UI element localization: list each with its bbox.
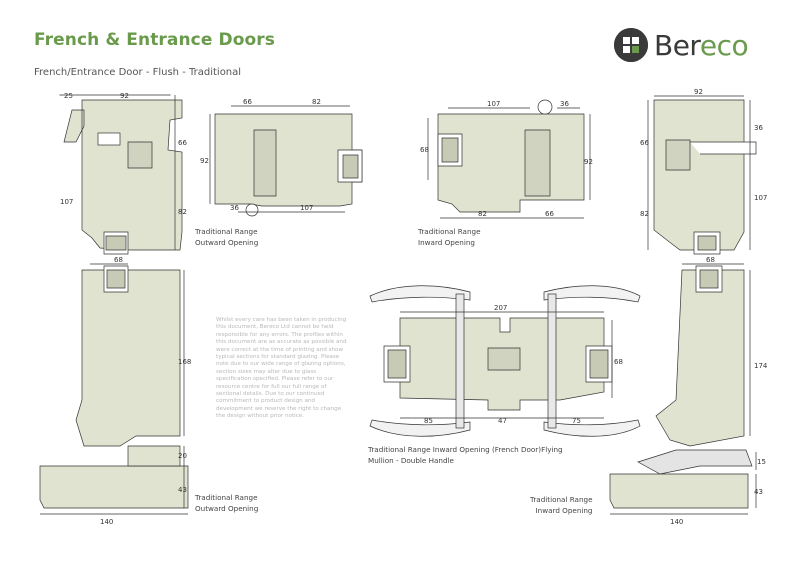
drawing-top-right xyxy=(647,95,757,255)
dim-ti-0: 107 xyxy=(487,100,500,108)
drawing-top-inward xyxy=(427,99,591,219)
dim-ti-5: 66 xyxy=(545,210,554,218)
drawing-bottom-right xyxy=(609,263,757,515)
dim-tl-0: 25 xyxy=(64,92,73,100)
caption-french-door: Traditional Range Inward Opening (French… xyxy=(368,444,563,466)
dim-to-0: 66 xyxy=(243,98,252,106)
dim-tr-0: 92 xyxy=(694,88,703,96)
caption-line: Traditional Range xyxy=(418,227,481,236)
caption-line: Traditional Range xyxy=(195,227,258,236)
bereco-logo: Bereco xyxy=(614,28,749,62)
dim-tl-3: 107 xyxy=(60,198,73,206)
dim-tl-4: 82 xyxy=(178,208,187,216)
dim-tr-2: 66 xyxy=(640,139,649,147)
caption-line: Inward Opening xyxy=(535,506,593,515)
drawing-top-outward xyxy=(209,105,363,217)
dim-to-3: 36 xyxy=(230,204,239,212)
drawing-bottom-left xyxy=(39,263,189,515)
dim-tr-3: 107 xyxy=(754,194,767,202)
dim-tl-1: 92 xyxy=(120,92,129,100)
dim-fr-4: 75 xyxy=(572,417,581,425)
dim-br-4: 140 xyxy=(670,518,683,526)
dim-ti-3: 92 xyxy=(584,158,593,166)
dim-br-1: 174 xyxy=(754,362,768,370)
dim-fr-2: 85 xyxy=(424,417,433,425)
disclaimer-text: Whilst every care has been taken in prod… xyxy=(216,317,347,420)
logo-wordmark: Bereco xyxy=(654,28,749,62)
caption-line: Traditional Range xyxy=(530,495,593,504)
dim-br-3: 43 xyxy=(754,488,763,496)
dim-fr-3: 47 xyxy=(498,417,507,425)
logo-brand-start: Ber xyxy=(654,28,700,62)
caption-line: Inward Opening xyxy=(418,238,475,247)
dim-to-4: 107 xyxy=(300,204,313,212)
dim-bl-0: 68 xyxy=(114,256,123,264)
page-title: French & Entrance Doors xyxy=(34,30,275,50)
dim-br-2: 15 xyxy=(757,458,766,466)
caption-bottom-inward: Traditional Range Inward Opening xyxy=(530,494,593,516)
dim-fr-1: 68 xyxy=(614,358,623,366)
caption-line: Outward Opening xyxy=(195,504,259,513)
caption-line: Mullion - Double Handle xyxy=(368,456,454,465)
caption-line: Outward Opening xyxy=(195,238,259,247)
page-subtitle: French/Entrance Door - Flush - Tradition… xyxy=(34,67,242,78)
dim-bl-3: 43 xyxy=(178,486,187,494)
dim-tl-2: 66 xyxy=(178,139,187,147)
dim-tr-4: 82 xyxy=(640,210,649,218)
dim-ti-1: 36 xyxy=(560,100,569,108)
logo-brand-end: eco xyxy=(699,28,749,62)
dim-to-1: 82 xyxy=(312,98,321,106)
dim-ti-4: 82 xyxy=(478,210,487,218)
caption-top-outward: Traditional Range Outward Opening xyxy=(195,226,258,248)
drawing-french-door xyxy=(369,285,641,437)
caption-bottom-outward: Traditional Range Outward Opening xyxy=(195,492,258,514)
logo-window-icon xyxy=(614,28,648,62)
caption-top-inward: Traditional Range Inward Opening xyxy=(418,226,481,248)
drawing-top-left xyxy=(60,95,183,255)
dim-bl-4: 140 xyxy=(100,518,113,526)
caption-line: Traditional Range xyxy=(195,493,258,502)
dim-bl-2: 20 xyxy=(178,452,187,460)
caption-line: Traditional Range Inward Opening (French… xyxy=(368,445,563,454)
dim-fr-0: 207 xyxy=(494,304,507,312)
dim-to-2: 92 xyxy=(200,157,209,165)
dim-br-0: 68 xyxy=(706,256,715,264)
dim-bl-1: 168 xyxy=(178,358,191,366)
dim-tr-1: 36 xyxy=(754,124,763,132)
dim-ti-2: 68 xyxy=(420,146,429,154)
